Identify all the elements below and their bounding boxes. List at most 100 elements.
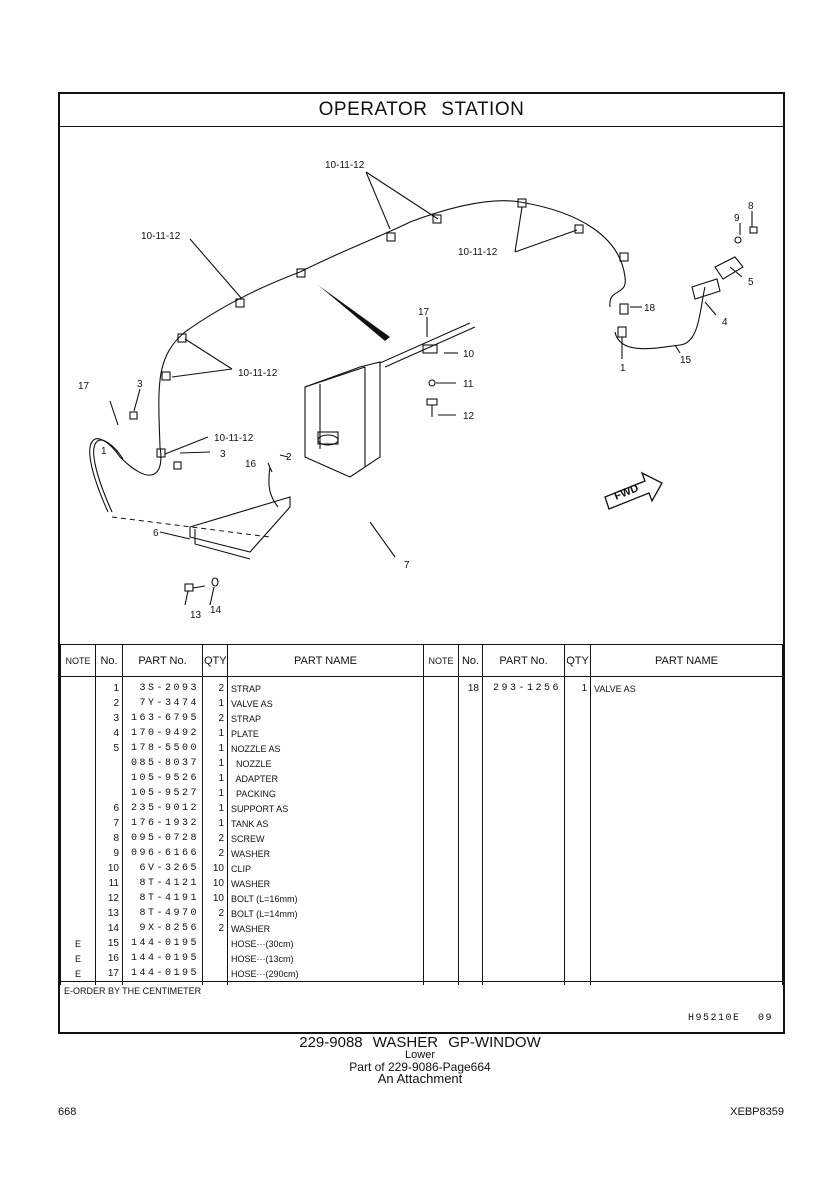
cell-note: [423, 696, 459, 711]
cell-no: 3: [95, 711, 123, 726]
cell-no: 13: [95, 906, 123, 921]
cell-note: [423, 741, 459, 756]
callout: 3: [220, 449, 226, 460]
cell-part: 170-9492: [122, 726, 203, 741]
cell-note: [423, 771, 459, 786]
cell-note: [423, 711, 459, 726]
header-no: No.: [95, 644, 123, 677]
cell-part: [482, 816, 565, 831]
cell-name: WASHER: [227, 921, 424, 936]
cell-no: [458, 921, 483, 936]
callout: 18: [644, 303, 656, 314]
hose-17: [89, 200, 626, 513]
cell-part: 176-1932: [122, 816, 203, 831]
table-header-row: NOTE No. PART No. QTY PART NAME NOTE No.…: [60, 644, 783, 677]
cell-part: [482, 951, 565, 966]
cell-name: ADAPTER: [227, 771, 424, 786]
cell-part: 105-9527: [122, 786, 203, 801]
cell-qty: [564, 891, 591, 906]
cell-note: [423, 861, 459, 876]
callout: 2: [286, 452, 292, 463]
cell-name: [590, 756, 783, 771]
cell-part: [482, 891, 565, 906]
cell-name: [590, 891, 783, 906]
cell-no: [458, 801, 483, 816]
cell-note: [60, 786, 96, 801]
cell-no: [458, 936, 483, 951]
cell-note: [423, 891, 459, 906]
page-code: H95210E 09: [687, 1013, 773, 1024]
cell-no: 11: [95, 876, 123, 891]
callout: 7: [404, 560, 410, 571]
cell-part: 7Y-3474: [122, 696, 203, 711]
cell-no: 15: [95, 936, 123, 951]
cell-name: [590, 861, 783, 876]
cell-part: [482, 711, 565, 726]
cell-part: 144-0195: [122, 936, 203, 951]
header-part-no: PART No.: [482, 644, 565, 677]
header-qty: QTY: [564, 644, 591, 677]
cell-part: [482, 726, 565, 741]
notes-section: E-ORDER BY THE CENTIMETER H95210E 09: [60, 981, 783, 1033]
cell-name: STRAP: [227, 676, 424, 696]
cell-no: 9: [95, 846, 123, 861]
cell-name: [590, 951, 783, 966]
cell-qty: [564, 786, 591, 801]
callout: 13: [190, 610, 202, 621]
cell-qty: 1: [202, 816, 228, 831]
callout: 10-11-12: [458, 247, 498, 258]
cell-note: [423, 921, 459, 936]
cell-qty: [564, 876, 591, 891]
cell-qty: 1: [202, 786, 228, 801]
cell-name: WASHER: [227, 846, 424, 861]
cell-note: [60, 801, 96, 816]
callout: 4: [722, 317, 728, 328]
cell-no: [458, 786, 483, 801]
cell-qty: [564, 726, 591, 741]
cell-note: [60, 696, 96, 711]
support-bracket: [189, 496, 291, 560]
assembly-type: An Attachment: [377, 1071, 463, 1086]
header-part-name: PART NAME: [590, 644, 783, 677]
cell-qty: 1: [202, 771, 228, 786]
parts-page-frame: OPERATOR STATION: [58, 92, 785, 1034]
cell-part: 293-1256: [482, 676, 565, 696]
cell-no: [458, 891, 483, 906]
header-part-no: PART No.: [122, 644, 203, 677]
note-text: E-ORDER BY THE CENTIMETER: [64, 986, 202, 996]
cell-no: [458, 726, 483, 741]
cell-note: [60, 891, 96, 906]
cell-no: 18: [458, 676, 483, 696]
fwd-arrow-icon: FWD: [604, 471, 663, 510]
cell-note: [60, 906, 96, 921]
cell-no: [458, 756, 483, 771]
cell-name: NOZZLE AS: [227, 741, 424, 756]
cell-no: [95, 771, 123, 786]
hose-15: [614, 286, 706, 350]
callout: 10-11-12: [238, 368, 278, 379]
cell-qty: [564, 951, 591, 966]
document-id: XEBP8359: [730, 1106, 784, 1118]
cell-name: NOZZLE: [227, 756, 424, 771]
cell-qty: 2: [202, 711, 228, 726]
cell-no: 1: [95, 676, 123, 696]
callout: 10-11-12: [325, 160, 365, 171]
cell-qty: 10: [202, 891, 228, 906]
cell-no: 6: [95, 801, 123, 816]
cell-name: [590, 816, 783, 831]
cell-part: 8T-4970: [122, 906, 203, 921]
callout: 14: [210, 605, 222, 616]
callout: 5: [748, 277, 754, 288]
cell-no: [458, 711, 483, 726]
